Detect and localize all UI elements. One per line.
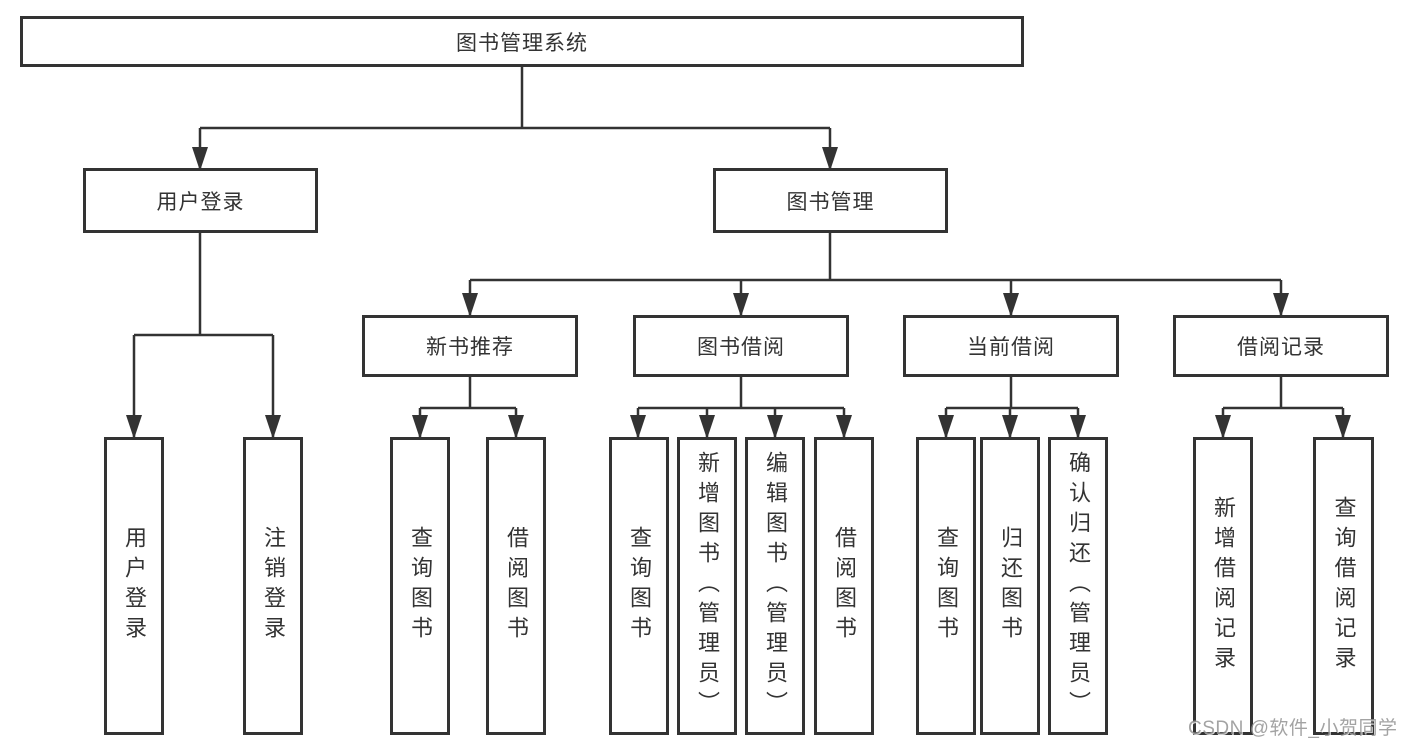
leaf-label: 查询借阅记录	[1331, 496, 1357, 676]
leaf-borrow-books-recommend: 借阅图书	[486, 437, 546, 735]
leaf-edit-book-admin: 编辑图书（管理员）	[745, 437, 805, 735]
node-borrowing-records: 借阅记录	[1173, 315, 1389, 377]
leaf-label: 确认归还（管理员）	[1066, 451, 1091, 721]
leaf-user-login: 用户登录	[104, 437, 164, 735]
leaf-label: 新增图书（管理员）	[695, 451, 720, 721]
leaf-query-books-borrowing: 查询图书	[609, 437, 669, 735]
node-user-login: 用户登录	[83, 168, 318, 233]
leaf-label: 新增借阅记录	[1211, 496, 1236, 676]
leaf-add-borrow-record: 新增借阅记录	[1193, 437, 1253, 735]
node-library-management-system: 图书管理系统	[20, 16, 1024, 67]
leaf-borrow-books-borrowing: 借阅图书	[814, 437, 874, 735]
leaf-add-book-admin: 新增图书（管理员）	[677, 437, 737, 735]
leaf-query-borrow-record: 查询借阅记录	[1313, 437, 1374, 735]
leaf-return-books: 归还图书	[980, 437, 1040, 735]
leaf-query-books-recommend: 查询图书	[390, 437, 450, 735]
leaf-label: 查询图书	[627, 526, 652, 646]
node-book-borrowing: 图书借阅	[633, 315, 849, 377]
csdn-watermark: CSDN @软件_小贺同学	[1188, 718, 1398, 739]
leaf-label: 归还图书	[998, 526, 1023, 646]
leaf-label: 借阅图书	[832, 526, 857, 646]
leaf-query-books-current: 查询图书	[916, 437, 976, 735]
leaf-label: 注销登录	[261, 526, 286, 646]
leaf-logout: 注销登录	[243, 437, 303, 735]
node-new-book-recommendation: 新书推荐	[362, 315, 578, 377]
leaf-label: 用户登录	[122, 526, 147, 646]
leaf-label: 借阅图书	[504, 526, 529, 646]
node-current-borrowing: 当前借阅	[903, 315, 1119, 377]
leaf-label: 查询图书	[934, 526, 959, 646]
leaf-confirm-return-admin: 确认归还（管理员）	[1048, 437, 1108, 735]
leaf-label: 编辑图书（管理员）	[763, 451, 788, 721]
node-book-management: 图书管理	[713, 168, 948, 233]
leaf-label: 查询图书	[408, 526, 433, 646]
